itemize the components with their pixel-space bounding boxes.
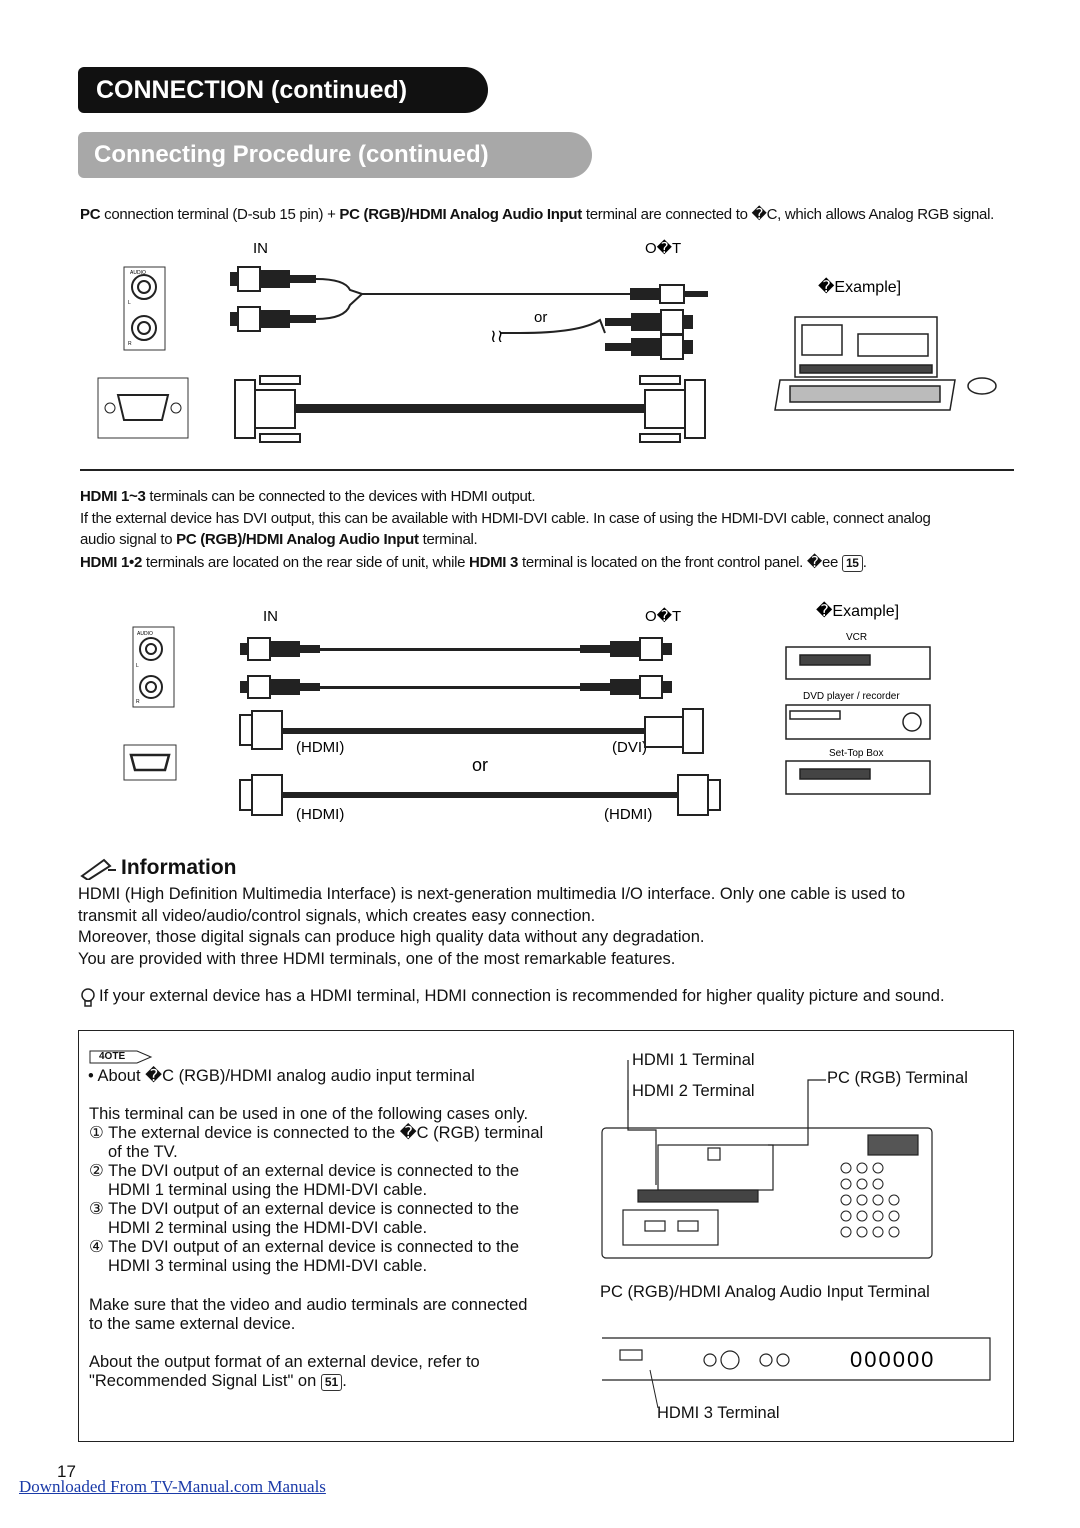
svg-text:O�T: O�T <box>645 607 681 625</box>
download-link[interactable]: Downloaded From TV-Manual.com Manuals <box>19 1477 326 1496</box>
sub-title: Connecting Procedure (continued) <box>78 132 592 178</box>
dvd-player-icon <box>785 704 931 740</box>
page-ref-badge[interactable]: 15 <box>841 555 863 572</box>
svg-text:(HDMI): (HDMI) <box>296 806 344 823</box>
hdmi-line2: If the external device has DVI output, t… <box>80 510 931 527</box>
mini-jack-plug-icon <box>630 284 708 304</box>
page-ref-badge-51[interactable]: 51 <box>320 1374 343 1391</box>
tip-text: If your external device has a HDMI termi… <box>99 987 945 1005</box>
svg-text:AUDIO: AUDIO <box>130 270 146 276</box>
hdmi2-terminal-label: HDMI 2 Terminal <box>632 1082 755 1100</box>
lightbulb-tip-icon <box>81 988 95 1007</box>
out-label: O�T <box>645 239 681 257</box>
information-body: HDMI (High Definition Multimedia Interfa… <box>78 885 906 968</box>
pc-intro: PC connection terminal (D-sub 15 pin) + … <box>80 206 994 223</box>
example-label: �Example] <box>818 277 901 296</box>
svg-text:R: R <box>128 341 132 347</box>
section-divider <box>80 469 1014 471</box>
pc-connection-diagram: IN O�T �Example] or AUDIO L R ≀≀ <box>97 239 997 443</box>
svg-text:L: L <box>128 300 131 306</box>
svg-text:(DVI): (DVI) <box>612 739 647 756</box>
hdmi-line1: HDMI 1~3 terminals can be connected to t… <box>80 488 536 505</box>
note-badge: 4OTE <box>89 1050 153 1064</box>
pc-rgb-terminal-label: PC (RGB) Terminal <box>827 1069 968 1087</box>
svg-text:L: L <box>136 663 139 669</box>
dsub-cable-line <box>295 404 645 413</box>
svg-text:AUDIO: AUDIO <box>137 631 153 637</box>
rca-cable-icon <box>240 637 672 699</box>
audio-input-terminal-label: PC (RGB)/HDMI Analog Audio Input Termina… <box>600 1283 930 1301</box>
hdmi3-terminal-label: HDMI 3 Terminal <box>657 1404 780 1422</box>
information-title: Information <box>121 856 237 879</box>
svg-text:DVD player / recorder: DVD player / recorder <box>803 691 900 702</box>
or-label: or <box>534 309 547 326</box>
hdmi-line4: HDMI 1•2 terminals are located on the re… <box>80 554 867 572</box>
svg-text:R: R <box>136 699 140 705</box>
svg-text:�Example]: �Example] <box>816 601 899 620</box>
vcr-icon <box>785 646 931 680</box>
note-list: This terminal can be used in one of the … <box>89 1105 544 1275</box>
pc-illustration-icon <box>774 316 997 411</box>
hdmi1-terminal-label: HDMI 1 Terminal <box>632 1051 755 1069</box>
in-label: IN <box>253 240 268 257</box>
panel-digits: 000000 <box>850 1347 935 1372</box>
audio-jack-panel: AUDIO L R <box>123 266 166 351</box>
rca-plug-out-icon <box>605 309 693 360</box>
svg-text:Set-Top Box: Set-Top Box <box>829 748 883 759</box>
svg-text:VCR: VCR <box>846 632 867 643</box>
note-about: About the output format of an external d… <box>89 1353 480 1391</box>
audio-jack-panel-2: AUDIO L R <box>132 626 175 708</box>
hdmi-line3: audio signal to PC (RGB)/HDMI Analog Aud… <box>80 531 478 548</box>
pencil-note-icon <box>80 858 116 880</box>
note-box <box>78 1030 1014 1442</box>
rear-panel-diagram: 000000 <box>601 1060 991 1409</box>
svg-text:IN: IN <box>263 608 278 625</box>
note-same-device: Make sure that the video and audio termi… <box>89 1296 528 1333</box>
svg-text:or: or <box>472 755 488 775</box>
set-top-box-icon <box>785 760 931 795</box>
dsub-port-icon <box>97 377 189 439</box>
note-bullet: • About �C (RGB)/HDMI analog audio input… <box>88 1067 475 1085</box>
hdmi-port-icon <box>123 744 177 781</box>
rca-plug-icon <box>230 266 316 332</box>
section-title: CONNECTION (continued) <box>78 67 488 113</box>
svg-text:(HDMI): (HDMI) <box>604 806 652 823</box>
break-symbol-icon: ≀≀ <box>490 326 504 346</box>
page-number: 17 <box>57 1462 76 1481</box>
svg-text:(HDMI): (HDMI) <box>296 739 344 756</box>
hdmi-connection-diagram: IN O�T �Example] VCR DVD player / record… <box>123 601 931 823</box>
